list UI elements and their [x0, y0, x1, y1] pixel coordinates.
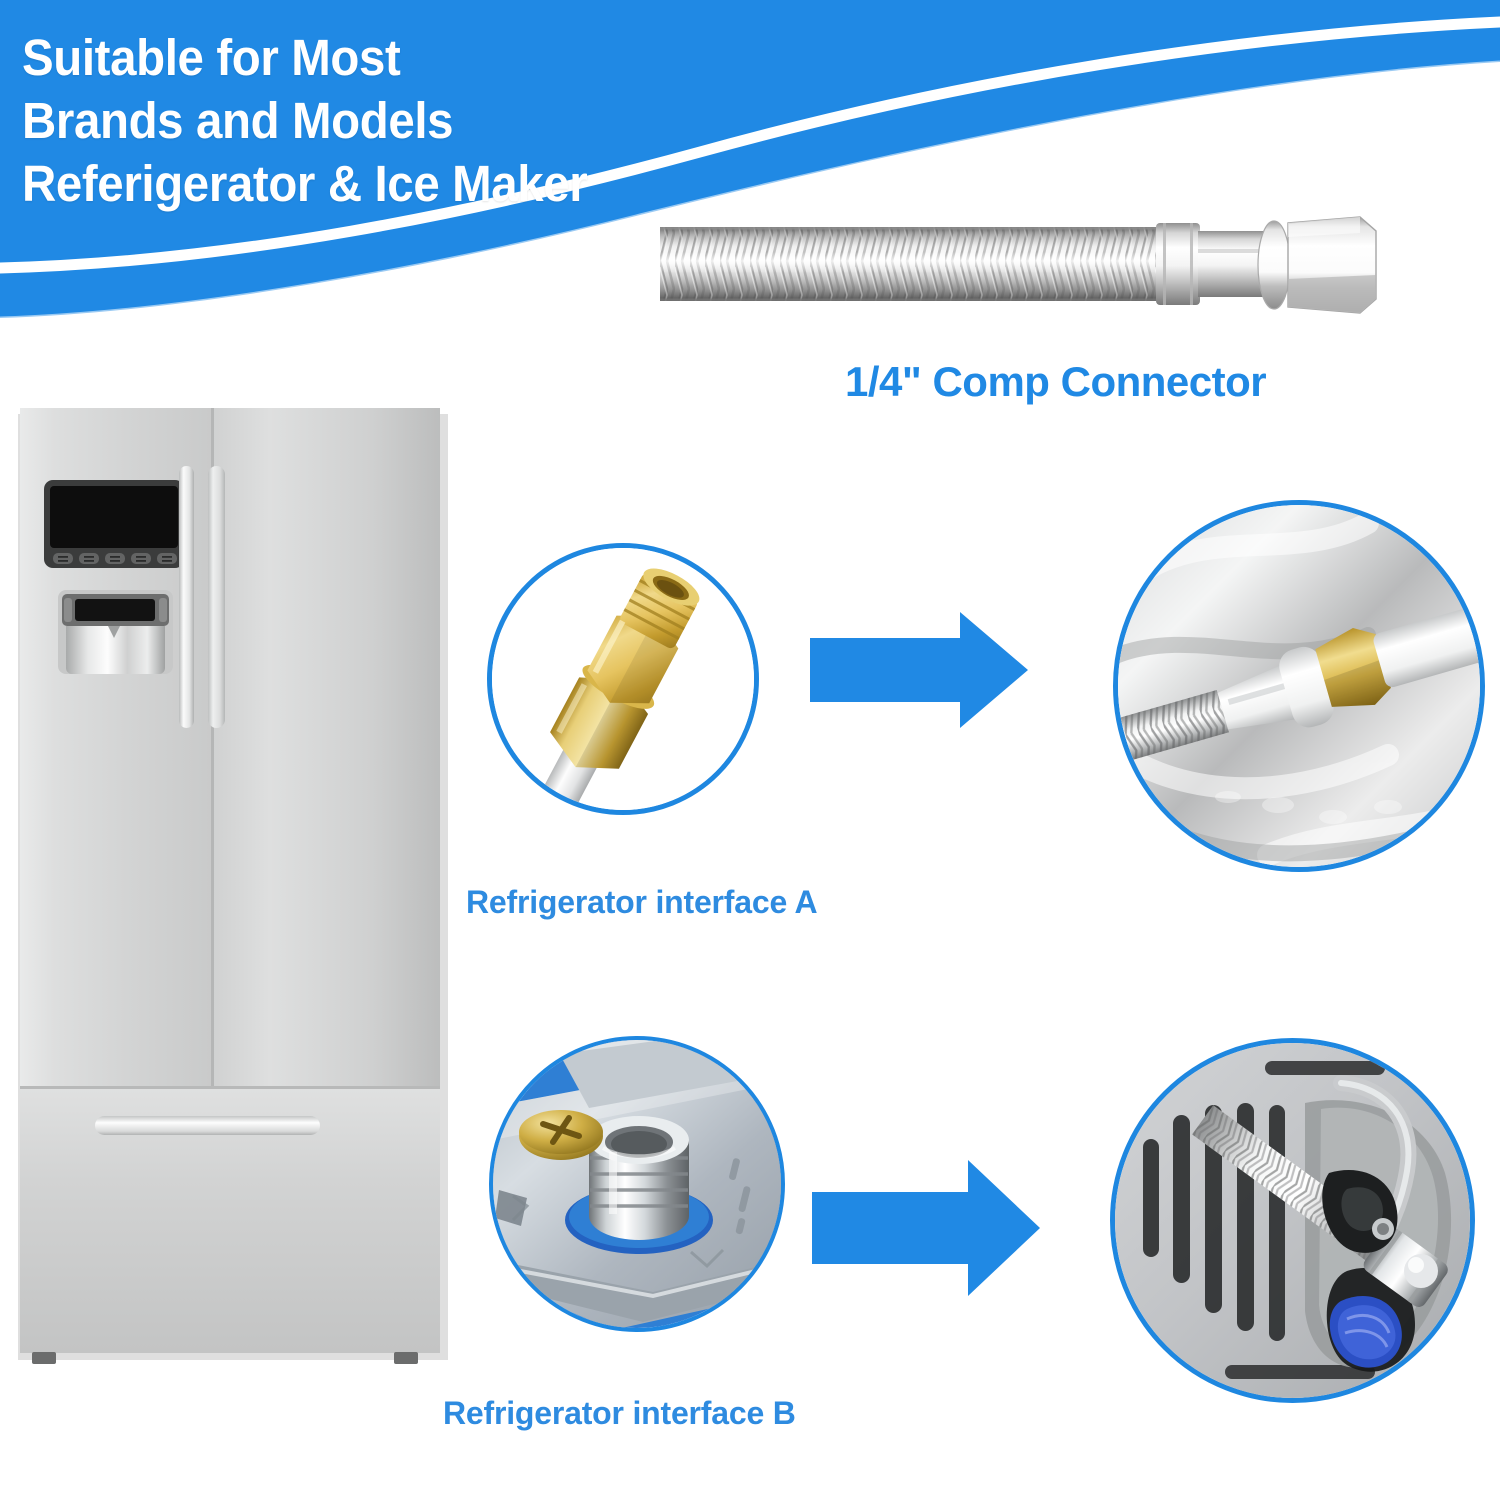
right-arrow-icon-b — [812, 1152, 1040, 1304]
hex-nut — [1287, 216, 1377, 314]
brass-screw — [519, 1110, 603, 1160]
fridge-foot-right — [394, 1352, 418, 1364]
braided-hose — [660, 227, 1160, 301]
threaded-port — [589, 1116, 689, 1240]
connector-shank — [1198, 231, 1266, 297]
callout-b-target-photo — [1110, 1038, 1475, 1403]
right-door-handle — [208, 466, 225, 728]
headline-line-1: Suitable for Most — [22, 29, 401, 86]
callout-a-caption: Refrigerator interface A — [466, 884, 818, 920]
right-arrow-icon-a — [810, 600, 1028, 740]
water-supply-line-image — [660, 205, 1390, 325]
crimp-sleeve — [1156, 223, 1200, 305]
connector-label: 1/4" Comp Connector — [845, 358, 1267, 405]
callout-b-source-photo — [489, 1036, 785, 1332]
ferrule — [1257, 220, 1291, 310]
headline-line-2: Brands and Models — [22, 92, 454, 149]
callout-a-source-photo — [487, 543, 759, 815]
drawer-handle — [95, 1116, 320, 1135]
control-panel — [44, 480, 184, 568]
refrigerator-illustration — [12, 408, 452, 1408]
callout-b-caption: Refrigerator interface B — [443, 1395, 796, 1431]
page-title: Suitable for Most Brands and Models Refe… — [22, 26, 636, 215]
callout-a-target-photo — [1113, 500, 1485, 872]
fridge-foot-left — [32, 1352, 56, 1364]
left-door-handle — [179, 466, 194, 728]
water-ice-dispenser — [58, 590, 173, 674]
headline-line-3: Referigerator & Ice Maker — [22, 155, 588, 212]
